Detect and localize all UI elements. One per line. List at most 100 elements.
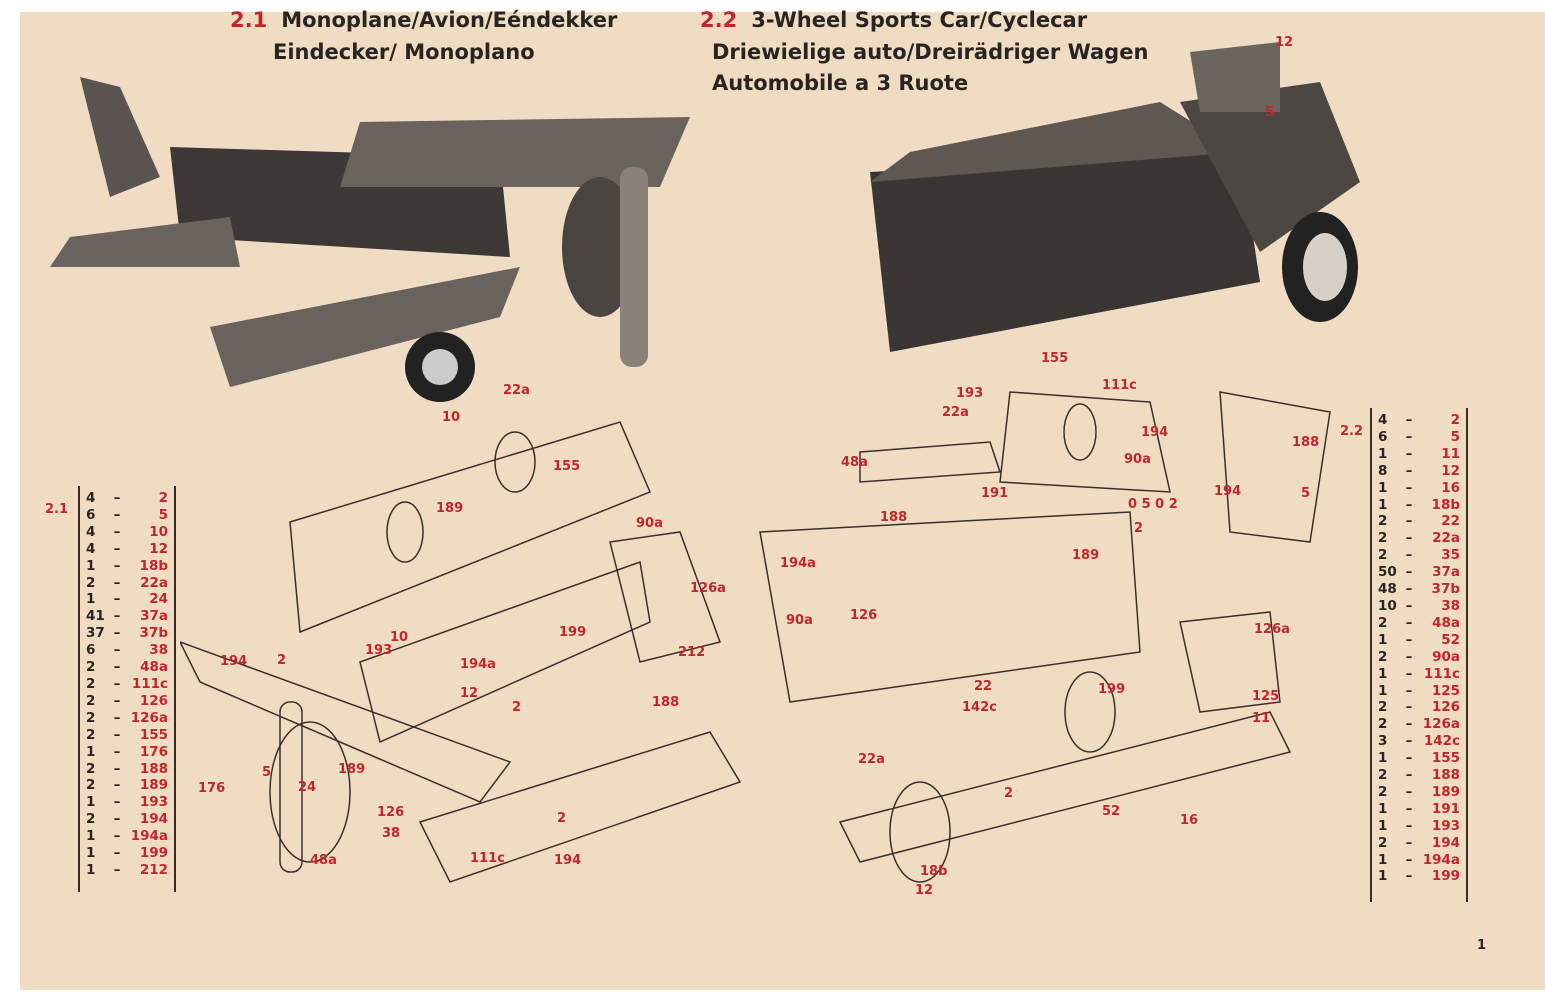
- dash: –: [113, 760, 121, 777]
- dash: –: [113, 608, 121, 625]
- cyclecar-exploded-diagram: [759, 391, 1331, 883]
- part-quantity: 37: [86, 625, 105, 642]
- cyclecar-part-callout: 22a: [942, 405, 969, 420]
- cyclecar-part-callout: 18b: [920, 864, 948, 879]
- cyclecar-part-callout: 90a: [1124, 452, 1151, 467]
- part-number: 155: [139, 726, 168, 743]
- parts-list-row: 2–35: [1378, 547, 1460, 564]
- monoplane-part-callout: 2: [512, 700, 522, 715]
- part-number: 194a: [1422, 851, 1460, 868]
- part-number: 52: [1441, 631, 1460, 648]
- part-number: 194: [139, 811, 168, 828]
- part-number: 111c: [1423, 665, 1460, 682]
- parts-list-row: 2–90a: [1378, 649, 1460, 666]
- parts-list-row: 2– 188: [86, 761, 168, 778]
- cyclecar-part-callout: 22: [974, 679, 993, 694]
- cyclecar-part-callout: 194a: [780, 556, 816, 571]
- part-number: 111c: [131, 675, 168, 692]
- part-number: 5: [158, 506, 168, 523]
- monoplane-part-callout: 2: [277, 653, 287, 668]
- monoplane-part-callout: 176: [198, 781, 226, 796]
- monoplane-photo: [50, 77, 690, 402]
- cyclecar-part-callout: 22a: [858, 752, 885, 767]
- part-quantity: 2: [86, 760, 96, 777]
- monoplane-part-callout: 111c: [470, 851, 505, 866]
- parts-list-row: 1– 199: [1378, 868, 1460, 885]
- part-quantity: 1: [1378, 817, 1388, 834]
- dash: –: [1405, 564, 1413, 581]
- part-number: 12: [149, 540, 168, 557]
- parts-list-row: 1–18b: [1378, 497, 1460, 514]
- parts-list-row: 8–12: [1378, 463, 1460, 480]
- part-quantity: 1: [1378, 631, 1388, 648]
- dash: –: [113, 591, 121, 608]
- part-quantity: 1: [86, 845, 96, 862]
- part-quantity: 1: [86, 828, 96, 845]
- part-quantity: 41: [86, 608, 105, 625]
- part-number: 126a: [130, 709, 168, 726]
- part-quantity: 4: [1378, 412, 1388, 428]
- cyclecar-part-callout: 2: [1004, 786, 1014, 801]
- monoplane-part-callout: 38: [382, 826, 401, 841]
- monoplane-part-callout: 126a: [690, 581, 726, 596]
- parts-list-row: 10–38: [1378, 598, 1460, 615]
- parts-list-row: 2–111c: [86, 676, 168, 693]
- dash: –: [1405, 868, 1413, 885]
- part-number: 11: [1441, 445, 1460, 462]
- monoplane-part-callout: 5: [262, 765, 272, 780]
- part-quantity: 2: [1378, 530, 1388, 547]
- dash: –: [113, 811, 121, 828]
- part-number: 2: [1450, 412, 1460, 428]
- parts-list-row: 1–193: [1378, 818, 1460, 835]
- part-quantity: 2: [86, 659, 96, 676]
- dash: –: [113, 726, 121, 743]
- part-quantity: 2: [86, 692, 96, 709]
- cyclecar-part-callout: 16: [1180, 813, 1199, 828]
- part-quantity: 1: [1378, 665, 1388, 682]
- part-number: 48a: [1432, 614, 1460, 631]
- part-quantity: 6: [86, 506, 96, 523]
- part-number: 37b: [1431, 581, 1460, 598]
- part-number: 189: [1431, 783, 1460, 800]
- dash: –: [1405, 800, 1413, 817]
- parts-list-row: 2–126: [1378, 699, 1460, 716]
- monoplane-part-callout: 199: [559, 625, 587, 640]
- part-quantity: 4: [86, 490, 96, 506]
- parts-list-row: 4–2: [1378, 412, 1460, 429]
- cyclecar-part-callout: 5: [1301, 486, 1311, 501]
- dash: –: [1405, 834, 1413, 851]
- cyclecar-part-callout: 2: [1134, 521, 1144, 536]
- monoplane-part-callout: 194: [554, 853, 582, 868]
- part-quantity: 2: [1378, 716, 1388, 733]
- cyclecar-part-callout: 0 5 0 2: [1128, 497, 1178, 512]
- parts-list-row: 48–37b: [1378, 581, 1460, 598]
- cyclecar-part-callout: 191: [981, 486, 1009, 501]
- part-quantity: 1: [1378, 868, 1388, 885]
- dash: –: [1405, 783, 1413, 800]
- parts-list-row: 6–5: [1378, 429, 1460, 446]
- cyclecar-part-callout: 142c: [962, 700, 997, 715]
- part-number: 90a: [1432, 648, 1460, 665]
- part-quantity: 1: [1378, 479, 1388, 496]
- dash: –: [1405, 496, 1413, 513]
- part-quantity: 2: [1378, 648, 1388, 665]
- parts-list-row: 1–11: [1378, 446, 1460, 463]
- monoplane-part-callout: 48a: [310, 853, 337, 868]
- part-number: 199: [1431, 868, 1460, 885]
- cyclecar-part-callout: 193: [956, 386, 984, 401]
- part-number: 126: [139, 692, 168, 709]
- dash: –: [113, 861, 121, 878]
- part-quantity: 1: [86, 794, 96, 811]
- part-quantity: 2: [86, 574, 96, 591]
- parts-list-row: 2–22a: [86, 575, 168, 592]
- model-2-1-list-label: 2.1: [45, 502, 69, 517]
- dash: –: [1405, 581, 1413, 598]
- part-quantity: 3: [1378, 733, 1388, 750]
- part-number: 37a: [1432, 564, 1460, 581]
- cyclecar-photo: [870, 42, 1360, 352]
- part-quantity: 8: [1378, 462, 1388, 479]
- part-number: 188: [139, 760, 168, 777]
- part-number: 191: [1431, 800, 1460, 817]
